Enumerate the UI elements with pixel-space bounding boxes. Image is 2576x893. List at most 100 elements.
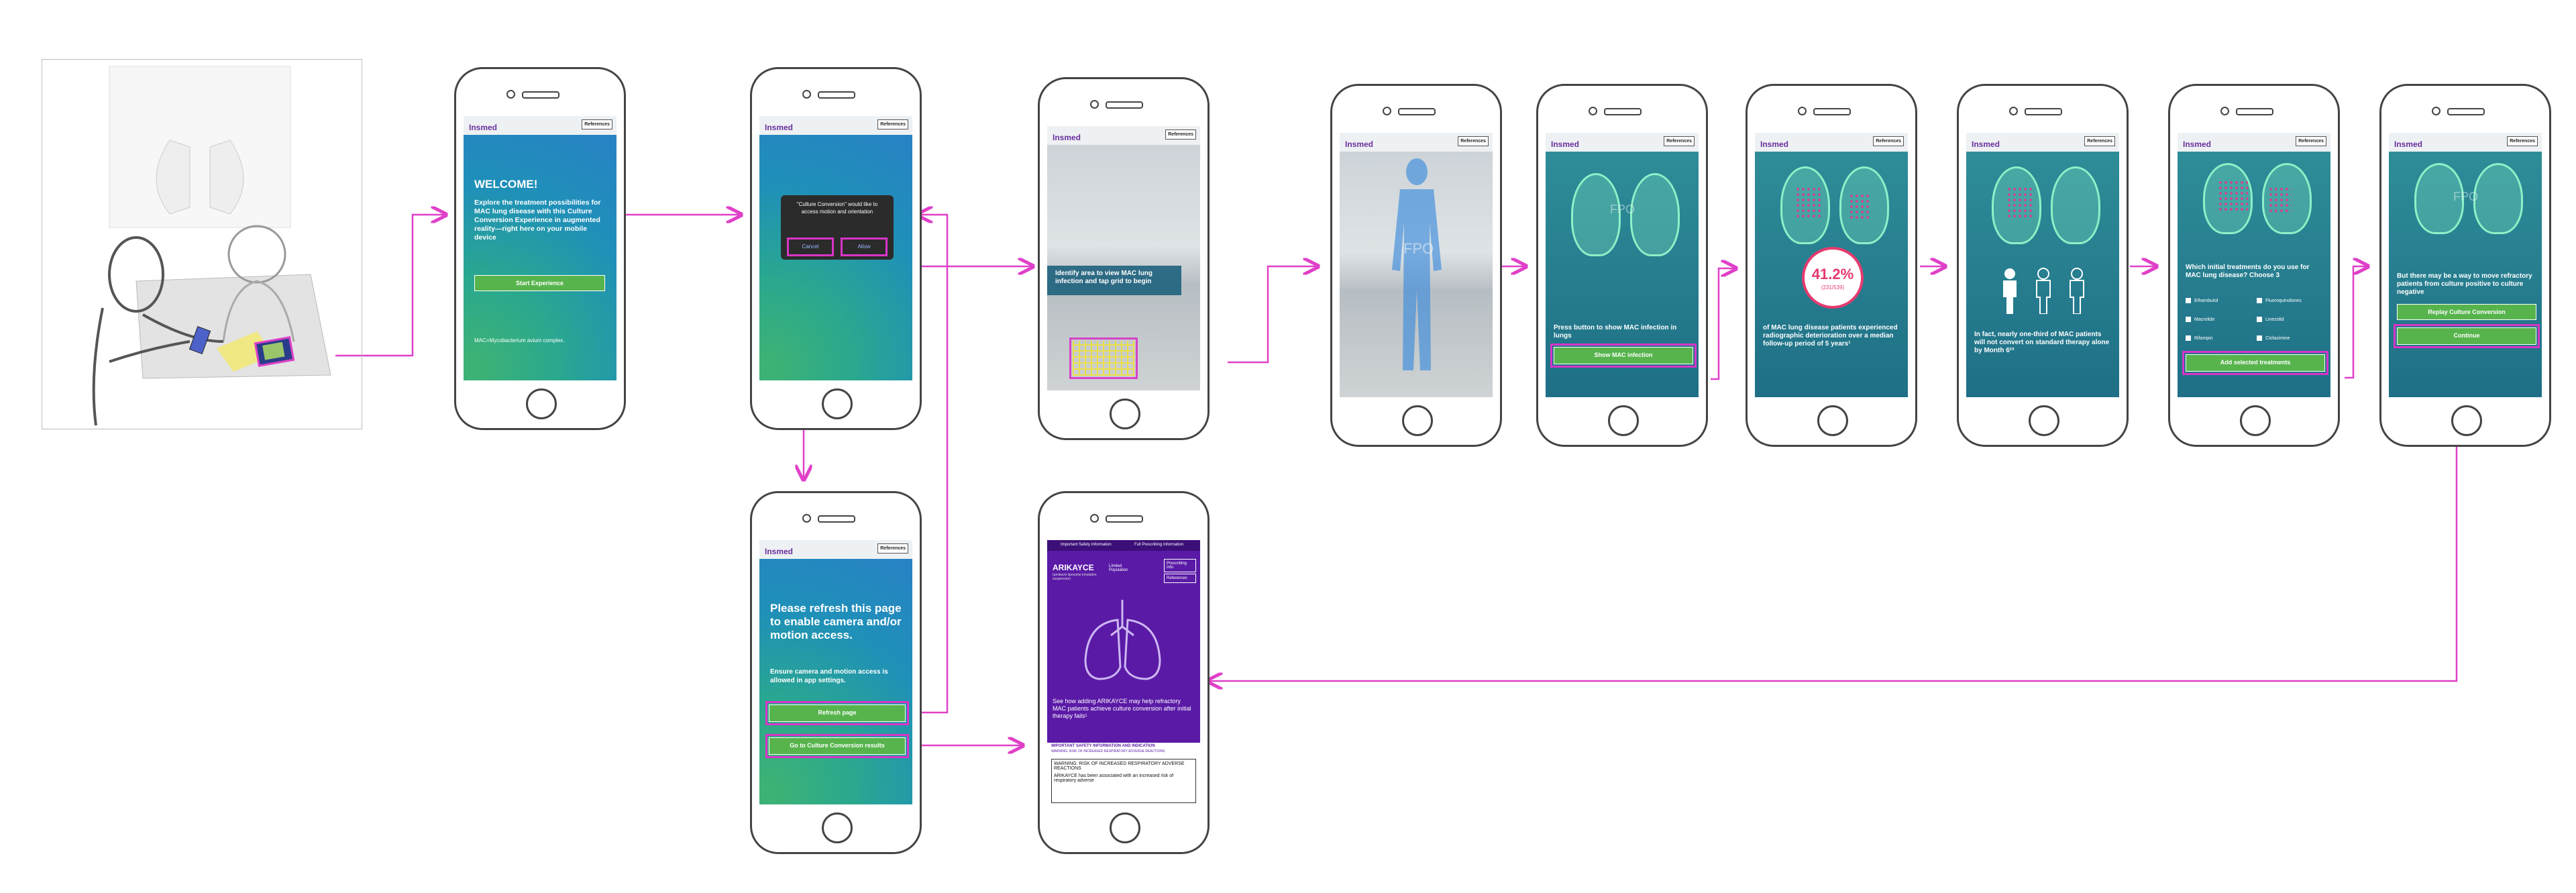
app-header: Insmed References <box>1546 133 1699 152</box>
references-button[interactable]: References <box>1165 129 1196 140</box>
home-button <box>822 812 853 843</box>
phone-stat: Insmed References 41.2% (231/539) of MAC… <box>1746 84 1917 447</box>
warning-box: WARNING: RISK OF INCREASED RESPIRATORY A… <box>1051 759 1196 803</box>
treatments-screen: Insmed References Which initial treatmen… <box>2178 133 2330 397</box>
camera-icon <box>506 90 515 99</box>
phone-welcome: Insmed References WELCOME! Explore the t… <box>454 67 626 430</box>
camera-icon <box>2432 107 2440 115</box>
refresh-page-button[interactable]: Refresh page <box>765 701 909 725</box>
app-header: Insmed References <box>759 116 912 135</box>
permission-dialog: "Culture Conversion" would like to acces… <box>781 195 894 260</box>
insmed-logo: Insmed <box>1972 140 2000 149</box>
lungs-text: Press button to show MAC infection in lu… <box>1554 324 1677 339</box>
fpo-label: FPO <box>2453 190 2479 203</box>
phone-permission: Insmed References "Culture Conversion" w… <box>750 67 922 430</box>
refresh-body: Ensure camera and motion access is allow… <box>770 668 888 684</box>
culture-conversion-results-button[interactable]: Go to Culture Conversion results <box>765 734 909 758</box>
refractory-text: But there may be a way to move refractor… <box>2397 272 2532 296</box>
references-button[interactable]: References <box>1873 136 1904 146</box>
arrow-lungs-to-stat <box>1711 268 1736 380</box>
references-button[interactable]: References <box>877 543 908 554</box>
permission-message: "Culture Conversion" would like to acces… <box>796 201 878 215</box>
identify-screen: Insmed References Identify area to view … <box>1047 126 1200 390</box>
speaker <box>818 515 855 523</box>
insmed-logo: Insmed <box>1345 140 1374 149</box>
welcome-body: Explore the treatment possibilities for … <box>474 199 601 242</box>
insmed-logo: Insmed <box>1551 140 1580 149</box>
home-button <box>1817 405 1848 436</box>
references-button[interactable]: References <box>2507 136 2538 146</box>
home-button <box>1110 812 1140 843</box>
pi-link[interactable]: Full Prescribing Information <box>1134 543 1184 547</box>
camera-icon <box>2009 107 2018 115</box>
treatment-option[interactable]: Ethambutol <box>2186 298 2218 303</box>
references-button[interactable]: References <box>2084 136 2115 146</box>
camera-icon <box>2220 107 2229 115</box>
app-header: Insmed References <box>1047 126 1200 145</box>
references-button[interactable]: References <box>582 119 612 129</box>
right-lung <box>2473 163 2523 234</box>
treatment-option[interactable]: Linezolid <box>2257 317 2284 322</box>
references-button-purple[interactable]: References <box>1164 574 1196 583</box>
right-lung <box>2051 166 2100 244</box>
refresh-heading: Please refresh this page to enable camer… <box>770 602 902 641</box>
speaker <box>2025 108 2062 115</box>
treatment-option[interactable]: Rifampin <box>2186 335 2213 341</box>
arikayce-brand-sub: (amikacin liposome inhalation suspension… <box>1053 573 1097 581</box>
phone-treatments: Insmed References Which initial treatmen… <box>2168 84 2340 447</box>
limited-population: Limited Population <box>1109 564 1128 572</box>
phone-lungs: Insmed References FPO Press button to sh… <box>1536 84 1708 447</box>
floor-grid[interactable] <box>1069 337 1138 379</box>
arrow-refresh-back <box>904 215 949 714</box>
app-header: Insmed References <box>464 116 616 135</box>
left-lung <box>1571 173 1621 256</box>
insmed-logo: Insmed <box>765 123 794 132</box>
phone-identify: Insmed References Identify area to view … <box>1038 77 1210 440</box>
warning-body: ARIKAYCE has been associated with an inc… <box>1054 774 1174 783</box>
add-selected-treatments-button[interactable]: Add selected treatments <box>2182 351 2328 375</box>
top-nav: Important Safety Information Full Prescr… <box>1047 540 1200 551</box>
prescribing-info-button[interactable]: Prescribing Info <box>1164 559 1196 572</box>
infection-dots <box>2268 187 2292 213</box>
references-button[interactable]: References <box>1458 136 1489 146</box>
camera-icon <box>1090 100 1099 109</box>
treatment-option[interactable]: Macrolide <box>2186 317 2214 322</box>
stat-circle: 41.2% (231/539) <box>1802 247 1864 309</box>
infection-dots <box>1795 187 1822 220</box>
treatment-option[interactable]: Clofazimine <box>2257 335 2290 341</box>
camera-icon <box>802 90 811 99</box>
replay-button[interactable]: Replay Culture Conversion <box>2397 304 2536 320</box>
start-experience-button[interactable]: Start Experience <box>474 275 605 291</box>
phone-arikayce: Important Safety Information Full Prescr… <box>1038 491 1210 854</box>
app-header: Insmed References <box>2389 133 2542 152</box>
warning-title: WARNING: RISK OF INCREASED RESPIRATORY A… <box>1054 761 1185 771</box>
body-figure <box>1392 158 1442 370</box>
references-button[interactable]: References <box>1664 136 1695 146</box>
home-button <box>822 388 853 419</box>
references-button[interactable]: References <box>2296 136 2326 146</box>
cancel-button[interactable]: Cancel <box>787 238 834 256</box>
welcome-screen: Insmed References WELCOME! Explore the t… <box>464 116 616 380</box>
camera-icon <box>1589 107 1597 115</box>
refresh-screen: Insmed References Please refresh this pa… <box>759 540 912 804</box>
arrow-scene-to-welcome <box>335 215 446 357</box>
show-mac-infection-button[interactable]: Show MAC infection <box>1550 344 1697 368</box>
app-header: Insmed References <box>1966 133 2119 152</box>
refractory-screen: Insmed References FPO But there may be a… <box>2389 133 2542 397</box>
figure-screen: Insmed References FPO <box>1340 133 1493 397</box>
allow-button[interactable]: Allow <box>841 238 888 256</box>
infection-dots <box>2218 180 2248 213</box>
permission-screen: Insmed References "Culture Conversion" w… <box>759 116 912 380</box>
speaker <box>2236 108 2273 115</box>
arikayce-brand: ARIKAYCE <box>1053 563 1094 572</box>
isi-link[interactable]: Important Safety Information <box>1061 543 1112 547</box>
lungs-illustration <box>1084 600 1161 680</box>
identify-text: Identify area to view MAC lung infection… <box>1055 270 1153 285</box>
speaker <box>1604 108 1642 115</box>
continue-button[interactable]: Continue <box>2394 324 2540 348</box>
scene-sketch <box>92 66 331 426</box>
left-lung <box>2414 163 2464 234</box>
treatment-option[interactable]: Fluoroquinolones <box>2257 298 2302 303</box>
app-header: Insmed References <box>1755 133 1908 152</box>
references-button[interactable]: References <box>877 119 908 129</box>
